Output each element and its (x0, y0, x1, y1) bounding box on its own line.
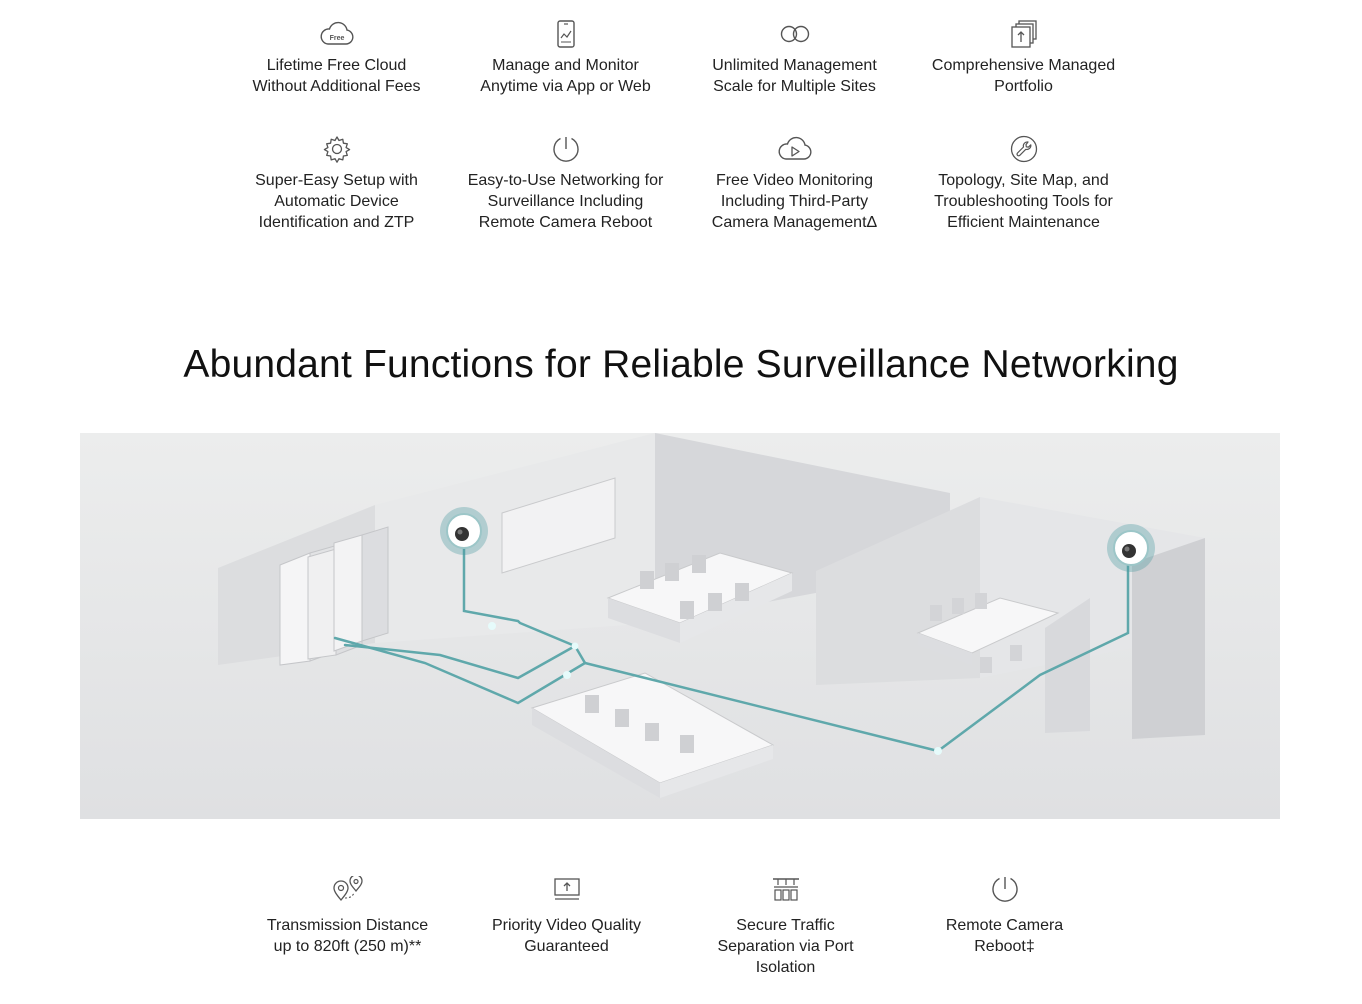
cloud-play-icon (778, 136, 812, 160)
power-icon (552, 137, 579, 162)
feature-text: Remote Camera Reboot (478, 214, 653, 231)
feature-text: Secure Traffic (736, 917, 835, 934)
server-cabinets (279, 526, 389, 666)
feature-text: up to 820ft (250 m)** (273, 938, 422, 955)
feature-text: Portfolio (994, 78, 1053, 95)
feature-text: Identification and ZTP (258, 214, 415, 231)
feature-text: Transmission Distance (266, 917, 429, 934)
feature-text: Including Third-Party (720, 193, 869, 210)
feature-text: Anytime via App or Web (480, 78, 651, 95)
meeting-room-wall-right (1132, 538, 1205, 739)
feature-text: Super-Easy Setup with (255, 172, 418, 189)
meeting-table (916, 593, 1060, 673)
feature-text: Topology, Site Map, and (938, 172, 1109, 189)
feature-text: Scale for Multiple Sites (713, 78, 876, 95)
feature-text: Guaranteed (524, 938, 609, 955)
free-badge: Free (329, 35, 344, 42)
feature-text: Lifetime Free Cloud (266, 57, 407, 74)
dome-camera-right (1107, 524, 1155, 572)
meeting-room-partition (1045, 598, 1090, 733)
infinity-icon (780, 25, 809, 43)
office-surveillance-illustration (80, 433, 1280, 819)
priority-monitor-icon (553, 878, 580, 900)
feature-text: Efficient Maintenance (947, 214, 1100, 231)
wrench-icon (1010, 135, 1037, 163)
feature-text: Troubleshooting Tools for (934, 193, 1113, 210)
dome-camera-left (440, 507, 488, 555)
feature-text: Comprehensive Managed (931, 57, 1116, 74)
free-cloud-icon: Free (320, 21, 354, 45)
section-title: Abundant Functions for Reliable Surveill… (183, 343, 1179, 386)
feature-text: Camera ManagementΔ (711, 214, 878, 231)
desk-cluster-back (606, 552, 794, 643)
feature-text: Easy-to-Use Networking for (467, 172, 664, 189)
feature-text: Separation via Port (717, 938, 854, 955)
phone-monitor-icon (556, 20, 575, 48)
network-cables (333, 526, 1130, 753)
feature-text: Isolation (755, 959, 816, 976)
feature-text: Reboot‡ (974, 938, 1035, 955)
feature-text: Remote Camera (945, 917, 1064, 934)
desk-cluster-front (530, 672, 775, 798)
feature-text: Surveillance Including (487, 193, 644, 210)
whiteboard (501, 477, 616, 574)
link-glow-points (488, 622, 942, 755)
stacked-pages-icon (1010, 20, 1037, 48)
power-icon (991, 877, 1018, 902)
feature-text: Automatic Device (274, 193, 399, 210)
bottom-feature-row: Transmission Distance up to 820ft (250 m)… (238, 874, 1114, 978)
feature-text: Unlimited Management (712, 57, 877, 74)
feature-text: Priority Video Quality (491, 917, 642, 934)
feature-text: Without Additional Fees (252, 78, 421, 95)
gear-icon (323, 136, 350, 163)
feature-text: Manage and Monitor (492, 57, 639, 74)
location-pins-icon (332, 876, 363, 902)
feature-text: Free Video Monitoring (715, 172, 874, 189)
feature-transmission-distance: Transmission Distance up to 820ft (250 m)… (238, 874, 457, 978)
port-isolation-icon (772, 878, 799, 901)
office-scene (80, 433, 1280, 819)
